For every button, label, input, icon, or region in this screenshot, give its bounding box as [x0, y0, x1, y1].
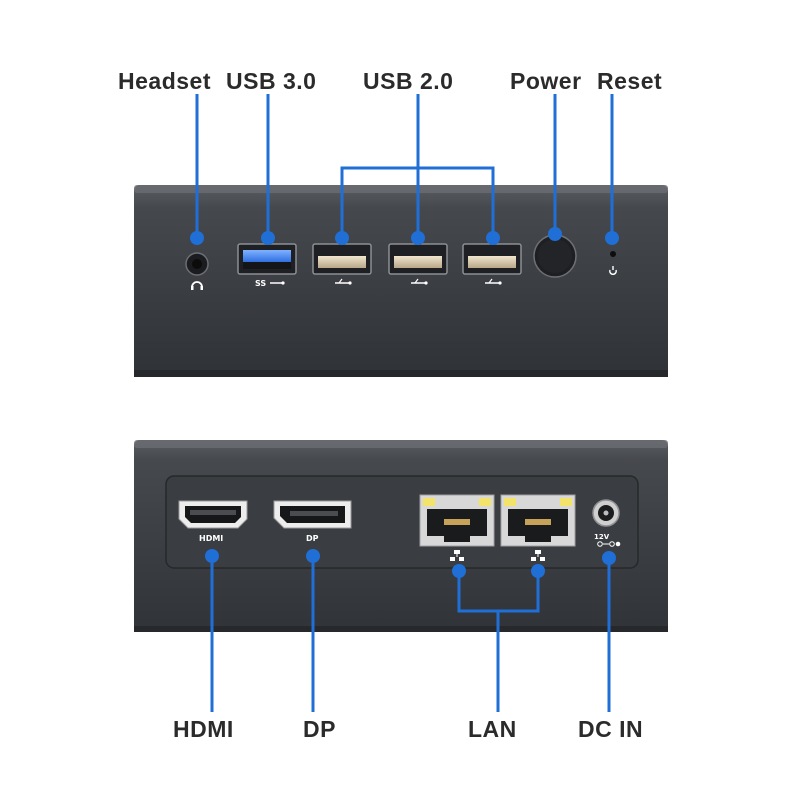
label-usb20: USB 2.0	[363, 68, 454, 94]
label-lan: LAN	[468, 716, 517, 742]
hdmi-port[interactable]	[178, 500, 248, 529]
usb2-port-2[interactable]	[388, 243, 448, 275]
network-icon	[450, 550, 464, 561]
usb-icon	[270, 281, 285, 285]
label-hdmi: HDMI	[173, 716, 234, 742]
ss-usb-mark: SS	[255, 279, 266, 288]
dc-in-jack[interactable]	[592, 499, 620, 527]
usb2-port-3[interactable]	[462, 243, 522, 275]
hdmi-mark: HDMI	[199, 534, 223, 543]
voltage-mark: 12V	[594, 533, 610, 541]
headphone-icon	[191, 281, 203, 290]
label-headset: Headset	[118, 68, 211, 94]
label-dcin: DC IN	[578, 716, 644, 742]
callout-lines	[195, 94, 614, 712]
usb2-port-1[interactable]	[312, 243, 372, 275]
dc-polarity-icon	[597, 541, 621, 547]
front-panel	[134, 185, 668, 377]
label-usb30: USB 3.0	[226, 68, 317, 94]
reset-pinhole[interactable]	[610, 251, 616, 257]
dp-port[interactable]	[273, 500, 352, 529]
label-reset: Reset	[597, 68, 663, 94]
label-dp: DP	[303, 716, 336, 742]
label-power: Power	[510, 68, 582, 94]
power-icon	[609, 266, 617, 275]
usb-icon	[411, 278, 428, 285]
power-button[interactable]	[533, 234, 577, 278]
callout-dots	[190, 227, 619, 578]
network-icon	[531, 550, 545, 561]
headset-jack[interactable]	[185, 252, 209, 276]
usb-icon	[335, 278, 352, 285]
usb3-port[interactable]	[237, 243, 297, 275]
dp-mark: DP	[306, 534, 319, 543]
lan-port-1[interactable]	[419, 494, 495, 547]
lan-port-2[interactable]	[500, 494, 576, 547]
usb-icon	[485, 278, 502, 285]
